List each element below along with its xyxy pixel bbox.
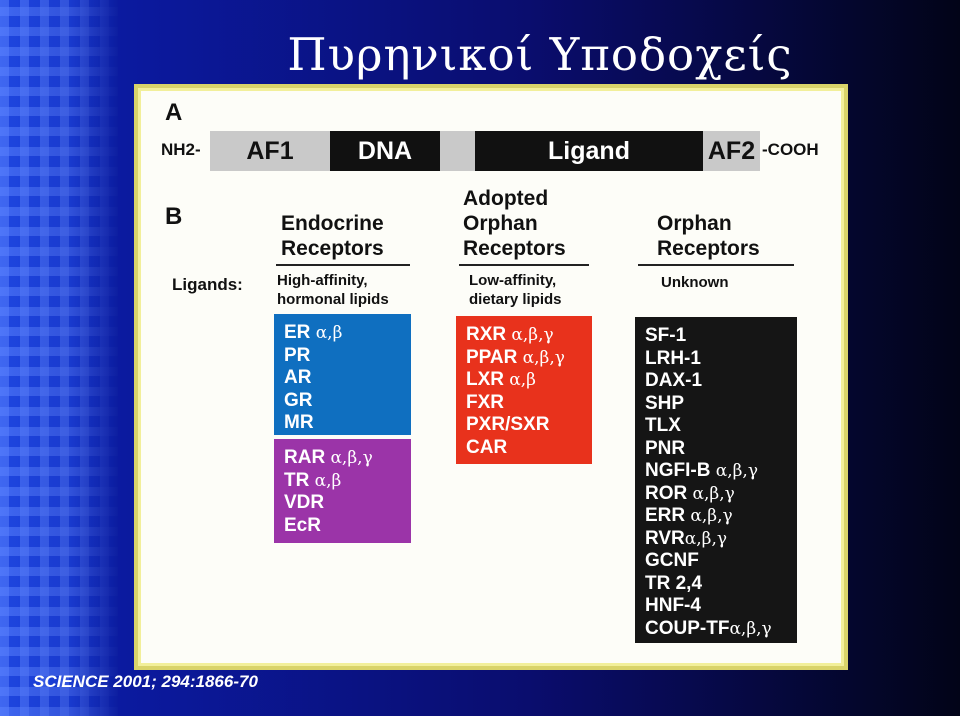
list-item: CAR [466, 436, 508, 458]
decorative-checker-strip [0, 0, 118, 716]
domain-ligand: Ligand [475, 131, 703, 171]
list-item: ER α,β [284, 322, 343, 343]
list-item: VDR [284, 492, 325, 513]
list-item: HNF-4 [645, 595, 701, 616]
cooh-label: -COOH [762, 140, 819, 159]
divider [638, 264, 794, 266]
list-item: PPAR α,β,γ [466, 346, 565, 368]
domain-dna: DNA [330, 131, 440, 171]
endocrine-box-purple: RAR α,β,γ TR α,β VDR EcR [274, 439, 411, 543]
list-item: ROR α,β,γ [645, 482, 735, 504]
slide-title: Πυρηνικοί Υποδοχείς [287, 28, 793, 81]
list-item: PNR [645, 437, 686, 459]
adopted-ligands: Low-affinity, dietary lipids [469, 272, 562, 308]
list-item: COUP-TFα,β,γ [645, 617, 772, 639]
list-item: AR [284, 367, 312, 388]
list-item: EcR [284, 514, 321, 536]
nh2-label: NH2- [161, 140, 201, 159]
adopted-orphan-heading: Adopted Orphan Receptors [463, 187, 566, 260]
list-item: SHP [645, 392, 685, 414]
orphan-box: SF-1 LRH-1 DAX-1 SHP TLX PNR NGFI-B α,β,… [635, 317, 797, 643]
panel-b-label: B [165, 203, 183, 230]
list-item: RVRα,β,γ [645, 527, 728, 549]
endocrine-ligands: High-affinity, hormonal lipids [277, 272, 389, 308]
adopted-orphan-box: RXR α,β,γ PPAR α,β,γ LXR α,β FXR PXR/SXR… [456, 316, 592, 464]
endocrine-heading: Endocrine Receptors [281, 212, 384, 260]
list-item: ERR α,β,γ [645, 505, 733, 526]
list-item: PR [284, 344, 311, 366]
ligands-label: Ligands: [172, 275, 243, 294]
domain-af2: AF2 [703, 131, 760, 171]
divider [276, 264, 410, 266]
list-item: RXR α,β,γ [466, 324, 554, 345]
panel-a-label: A [165, 99, 183, 126]
citation: SCIENCE 2001; 294:1866-70 [33, 672, 258, 691]
list-item: MR [284, 412, 314, 433]
list-item: NGFI-B α,β,γ [645, 460, 758, 481]
receptor-domain-bar: AF1 DNA Ligand AF2 [210, 131, 760, 171]
list-item: SF-1 [645, 325, 687, 346]
list-item: RAR α,β,γ [284, 447, 373, 468]
orphan-heading: Orphan Receptors [657, 212, 760, 260]
list-item: DAX-1 [645, 370, 703, 391]
list-item: PXR/SXR [466, 414, 550, 435]
receptor-figure: A NH2- AF1 DNA Ligand AF2 -COOH B Endocr… [134, 84, 848, 670]
list-item: TR 2,4 [645, 572, 703, 594]
list-item: FXR [466, 391, 504, 413]
domain-af1: AF1 [210, 131, 330, 171]
endocrine-box-blue: ER α,β PR AR GR MR [274, 314, 411, 435]
list-item: TR α,β [284, 469, 342, 491]
list-item: GCNF [645, 550, 699, 571]
list-item: GR [284, 389, 313, 411]
orphan-ligands: Unknown [661, 274, 729, 291]
domain-hinge [440, 131, 475, 171]
list-item: TLX [645, 415, 681, 436]
divider [459, 264, 589, 266]
list-item: LXR α,β [466, 369, 536, 390]
list-item: LRH-1 [645, 347, 701, 369]
